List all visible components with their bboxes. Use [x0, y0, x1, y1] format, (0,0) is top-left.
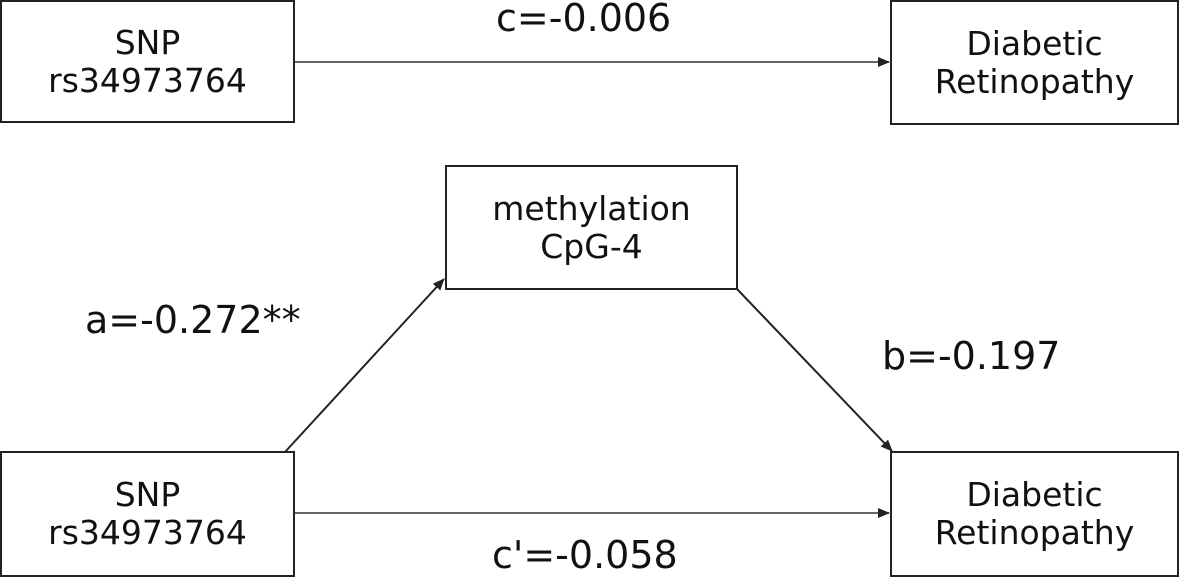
top-snp-label: SNP — [114, 22, 181, 62]
bottom-outcome-box: Diabetic Retinopathy — [890, 451, 1179, 577]
bottom-snp-id: rs34973764 — [48, 513, 247, 552]
mediator-box: methylation CpG-4 — [445, 165, 738, 290]
path-c-label: c=-0.006 — [496, 0, 672, 40]
path-c-prime-label: c'=-0.058 — [492, 533, 678, 577]
top-outcome-line2: Retinopathy — [934, 61, 1135, 101]
mediator-line1: methylation — [492, 188, 691, 228]
arrow-mediator-to-outcome — [736, 288, 893, 452]
top-snp-box: SNP rs34973764 — [0, 0, 295, 123]
mediator-line2: CpG-4 — [540, 226, 643, 266]
top-snp-id: rs34973764 — [48, 60, 247, 100]
top-outcome-box: Diabetic Retinopathy — [890, 0, 1179, 125]
bottom-snp-box: SNP rs34973764 — [0, 451, 295, 577]
arrow-snp-to-mediator — [284, 278, 445, 453]
bottom-snp-label: SNP — [114, 475, 181, 514]
path-b-label: b=-0.197 — [882, 334, 1061, 378]
bottom-outcome-line2: Retinopathy — [934, 513, 1135, 552]
bottom-outcome-line1: Diabetic — [966, 475, 1103, 514]
top-outcome-line1: Diabetic — [966, 23, 1103, 63]
path-a-label: a=-0.272** — [85, 298, 301, 342]
